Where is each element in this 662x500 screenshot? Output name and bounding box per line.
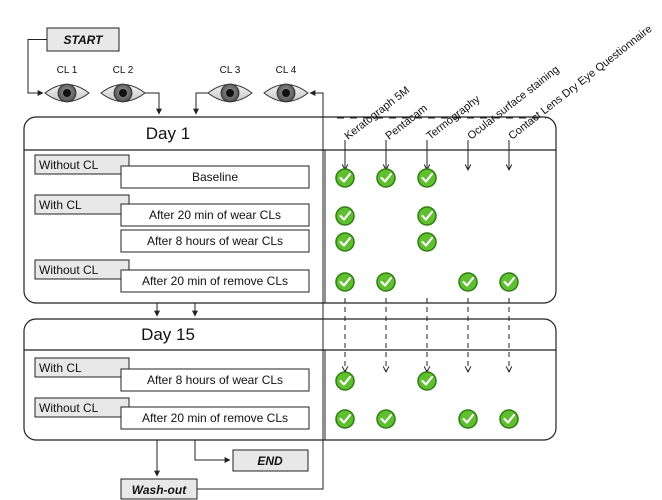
check-icon xyxy=(376,409,396,429)
cl4-label: CL 4 xyxy=(276,65,297,76)
check-icon xyxy=(499,409,519,429)
connector-cl3-day1 xyxy=(193,92,208,115)
day1-row-2-0: After 20 min of remove CLs xyxy=(120,269,310,293)
day1-row-1-1: After 8 hours of wear CLs xyxy=(120,229,310,253)
day1-row-1-0: After 20 min of wear CLs xyxy=(120,203,310,227)
end-box: END xyxy=(232,449,309,472)
check-icon xyxy=(335,206,355,226)
washout-label: Wash-out xyxy=(132,483,187,497)
check-icon xyxy=(417,232,437,252)
day1-group-tag-0: Without CL xyxy=(34,154,130,175)
day1-group-tag-label-0: Without CL xyxy=(39,158,99,172)
day1-row-label-0-0: Baseline xyxy=(192,170,238,184)
day1-group-tag-1: With CL xyxy=(34,194,130,215)
check-icon xyxy=(417,168,437,188)
day15-row-label-1-0: After 20 min of remove CLs xyxy=(142,411,288,425)
day1-group-tag-label-1: With CL xyxy=(39,198,82,212)
washout-box: Wash-out xyxy=(120,478,198,500)
day15-row-1-0: After 20 min of remove CLs xyxy=(120,406,310,430)
check-icon xyxy=(376,168,396,188)
check-icon xyxy=(499,272,519,292)
column-arrows xyxy=(345,140,509,372)
check-icon xyxy=(335,409,355,429)
check-icon xyxy=(417,206,437,226)
check-icon xyxy=(335,272,355,292)
check-icon xyxy=(335,168,355,188)
check-icon xyxy=(458,409,478,429)
cl3-label: CL 3 xyxy=(220,65,241,76)
washout-return-line xyxy=(197,90,324,490)
day15-group-tag-0: With CL xyxy=(34,357,130,378)
day1-title: Day 1 xyxy=(146,124,190,143)
day15-group-tag-1: Without CL xyxy=(34,397,130,418)
day15-panel: Day 15 xyxy=(23,318,557,441)
day1-panel: Day 1 xyxy=(23,116,557,304)
cl1-label: CL 1 xyxy=(57,65,78,76)
connector-cl2-day1 xyxy=(145,92,162,115)
check-icon xyxy=(335,232,355,252)
day1-row-label-1-1: After 8 hours of wear CLs xyxy=(147,234,283,248)
check-icon xyxy=(458,272,478,292)
start-box: START xyxy=(46,27,120,52)
day15-row-0-0: After 8 hours of wear CLs xyxy=(120,368,310,392)
eye-cl2: CL 2 xyxy=(100,65,146,103)
day15-row-label-0-0: After 8 hours of wear CLs xyxy=(147,373,283,387)
check-icon xyxy=(376,272,396,292)
eye-cl1: CL 1 xyxy=(44,65,90,103)
day1-group-tag-2: Without CL xyxy=(34,259,130,280)
day1-row-0-0: Baseline xyxy=(120,165,310,189)
eye-cl4: CL 4 xyxy=(263,65,309,103)
day15-group-tag-label-1: Without CL xyxy=(39,401,99,415)
end-label: END xyxy=(257,454,283,468)
start-connector xyxy=(27,39,47,96)
eye-cl3: CL 3 xyxy=(207,65,253,103)
start-label: START xyxy=(64,33,105,47)
connector-day15-end xyxy=(194,440,231,463)
check-icon xyxy=(417,371,437,391)
check-icon xyxy=(335,371,355,391)
column-labels: Keratograph 5MPentacamTermographyOcular … xyxy=(342,23,654,142)
day1-row-label-1-0: After 20 min of wear CLs xyxy=(149,208,281,222)
check-marks xyxy=(335,168,519,429)
day1-row-label-2-0: After 20 min of remove CLs xyxy=(142,274,288,288)
day1-group-tag-label-2: Without CL xyxy=(39,263,99,277)
cl2-label: CL 2 xyxy=(113,65,134,76)
day15-group-tag-label-0: With CL xyxy=(39,361,82,375)
day15-title: Day 15 xyxy=(141,325,195,344)
